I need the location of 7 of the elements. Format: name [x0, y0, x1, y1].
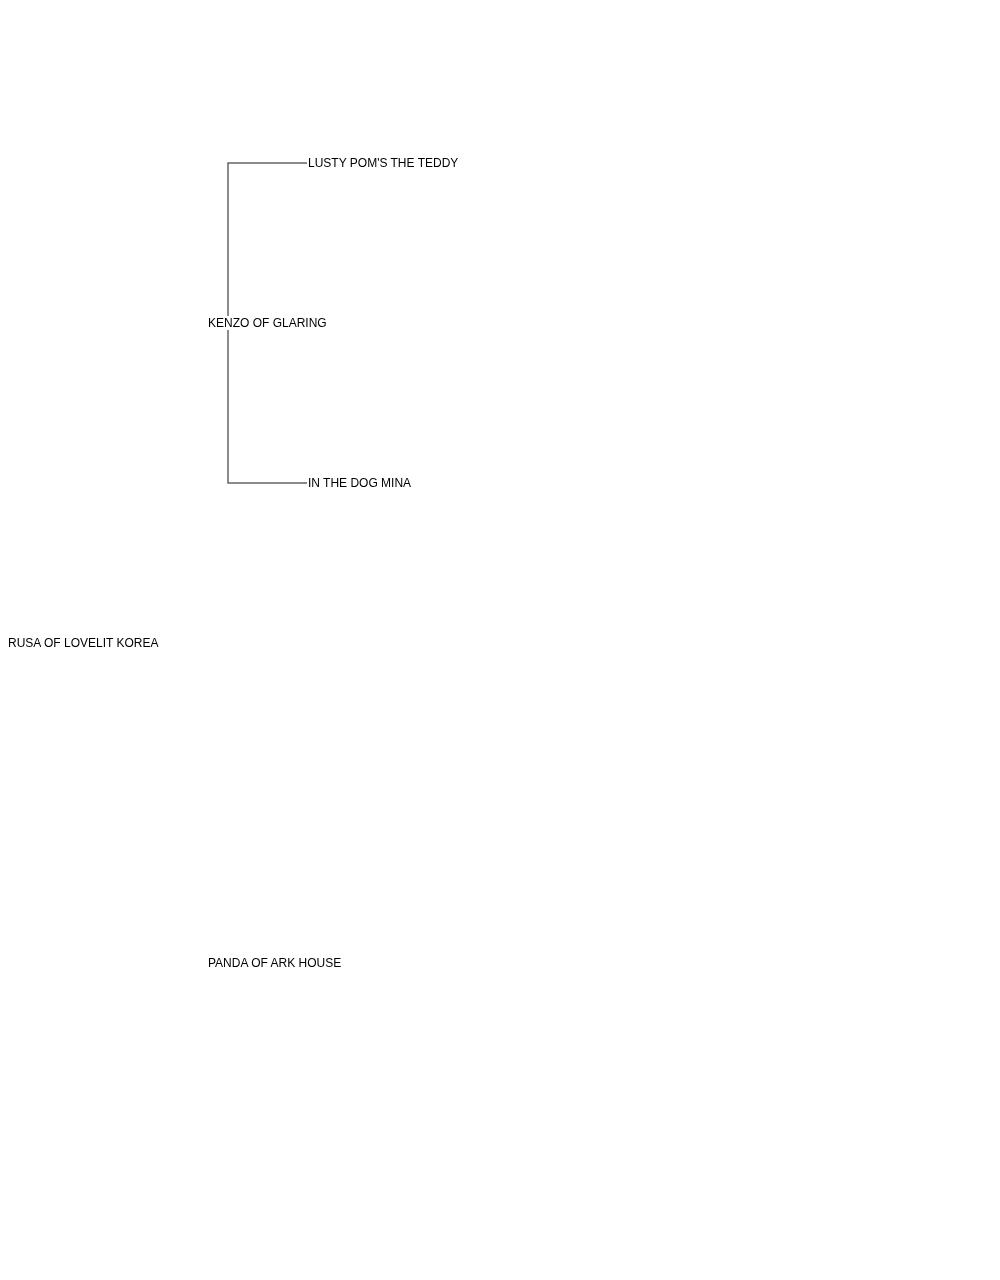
connector-line	[227, 329, 308, 484]
dog-name: IN THE DOG MINA	[308, 476, 412, 490]
dog-name: RUSA OF LOVELIT KOREA	[8, 636, 159, 650]
dog-name: LUSTY POM'S THE TEDDY	[308, 156, 459, 170]
dog-name: KENZO OF GLARING	[208, 316, 327, 330]
dog-name: PANDA OF ARK HOUSE	[208, 956, 342, 970]
connector-line	[227, 162, 308, 317]
